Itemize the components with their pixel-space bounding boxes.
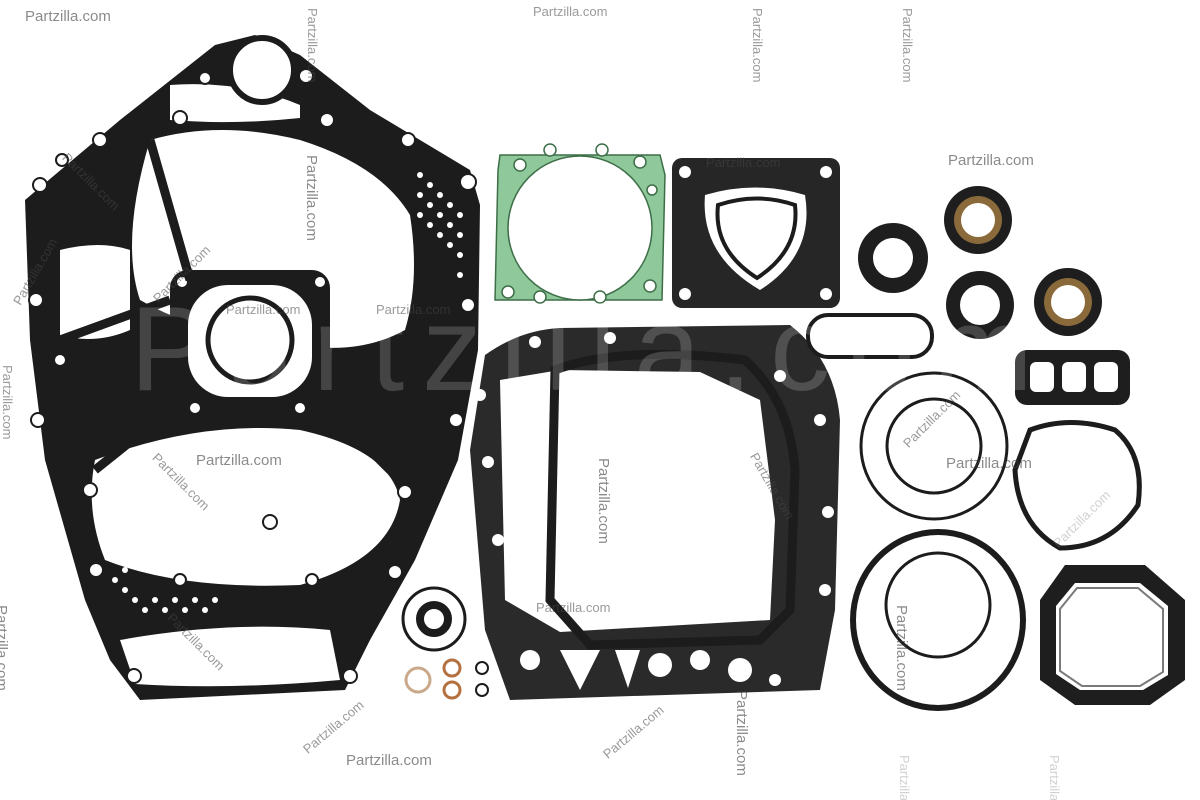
manifold-gasket <box>672 158 840 308</box>
main-cover-gasket <box>25 35 480 700</box>
small-washers <box>401 586 489 700</box>
square-ring-seal <box>1040 565 1185 705</box>
grommet-seal <box>1015 350 1130 405</box>
o-rings <box>806 313 1142 711</box>
oil-seals <box>858 186 1102 339</box>
cylinder-head-gasket-green <box>494 143 666 304</box>
exhaust-plate-gasket <box>470 325 840 700</box>
